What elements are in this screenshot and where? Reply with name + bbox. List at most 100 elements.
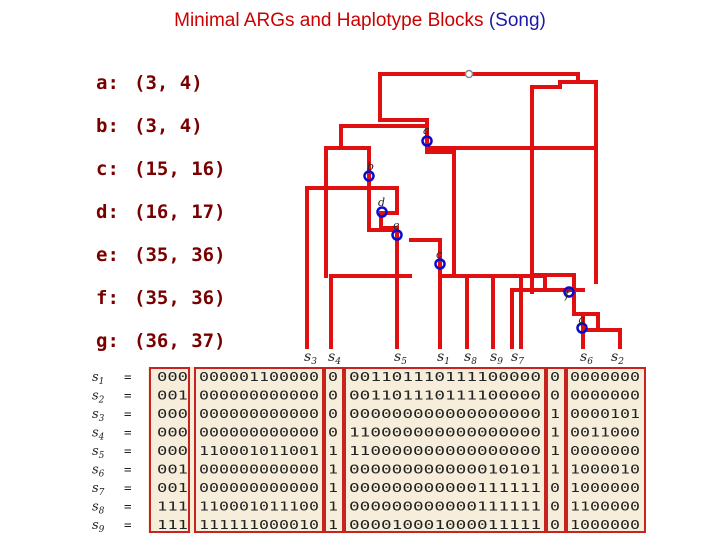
matrix-cell-block: 001: [157, 462, 188, 477]
matrix-cell-block: 111: [157, 517, 188, 532]
matrix-cell-block: 1: [550, 425, 560, 440]
matrix-cell-block: 000000000000: [199, 406, 319, 421]
mutation-label: f:: [96, 287, 119, 309]
sequence-name: s1: [92, 370, 104, 387]
mutation-row: c:(15, 16): [96, 158, 226, 180]
arg-edges: [305, 72, 622, 349]
leaf-label: s9: [490, 349, 503, 367]
mutation-row: a:(3, 4): [96, 72, 203, 94]
mutation-label: a:: [96, 72, 119, 94]
matrix-cell-block: 0: [550, 388, 560, 403]
equals-sign: =: [124, 388, 132, 403]
matrix-cell-block: 000000000000: [199, 480, 319, 495]
matrix-cell-block: 000000000000: [199, 462, 319, 477]
matrix-cell-block: 1000010: [570, 462, 640, 477]
mutation-interval: (35, 36): [134, 287, 226, 309]
matrix-cell-block: 111: [157, 499, 188, 514]
equals-sign: =: [124, 425, 132, 440]
matrix-cell-block: 001: [157, 480, 188, 495]
matrix-block-border: [194, 367, 324, 533]
arg-node-label: c: [436, 248, 442, 261]
matrix-cell-block: 0000000: [570, 369, 640, 384]
sequence-name: s4: [92, 426, 105, 443]
matrix-cell-block: 001101110111100000: [349, 388, 541, 403]
arg-node-label: f: [564, 288, 571, 301]
title-main: Minimal ARGs and Haplotype Blocks: [174, 10, 484, 31]
matrix-cell-block: 0: [328, 369, 338, 384]
mutation-mark-icon: [391, 229, 403, 241]
mutation-mark-icon: [576, 322, 588, 334]
mutation-interval: (15, 16): [134, 158, 226, 180]
mutation-mark-icon: [434, 258, 446, 270]
arg-edge: [558, 80, 598, 284]
arg-node-label: g: [578, 313, 585, 326]
sequence-name: s6: [92, 463, 105, 480]
matrix-cell-block: 0: [550, 517, 560, 532]
sequence-name: s2: [92, 389, 105, 406]
arg-node-label: e: [393, 219, 400, 232]
arg-edge: [409, 238, 442, 266]
matrix-block-border: [344, 367, 546, 533]
matrix-cell-block: 0: [550, 480, 560, 495]
matrix-cell-block: 1000000: [570, 517, 640, 532]
matrix-background: [148, 367, 646, 533]
matrix-cell-block: 001: [157, 388, 188, 403]
leaf-label: s7: [511, 349, 524, 367]
mutation-interval: (36, 37): [134, 330, 226, 352]
matrix-cell-block: 0000000: [570, 443, 640, 458]
matrix-cell-block: 1100000: [570, 499, 640, 514]
matrix-cell-block: 110000000000000000: [349, 425, 541, 440]
matrix-cell-block: 000: [157, 443, 188, 458]
arg-node-label: b: [367, 160, 374, 173]
matrix-cell-block: 000: [157, 425, 188, 440]
matrix-cell-block: 000: [157, 369, 188, 384]
root-node-icon: [464, 69, 474, 79]
matrix-cell-block: 1: [550, 406, 560, 421]
matrix-cell-block: 000000000000000000: [349, 406, 541, 421]
matrix-cell-block: 000010001000011111: [349, 517, 541, 532]
matrix-cell-block: 000000000000: [199, 425, 319, 440]
leaf-label: s6: [580, 349, 593, 367]
mutation-interval: (3, 4): [134, 115, 203, 137]
leaf-label: s1: [437, 349, 450, 367]
matrix-cell-block: 1: [550, 462, 560, 477]
mutation-mark-icon: [563, 286, 575, 298]
leaf-label: s8: [464, 349, 477, 367]
matrix-cell-block: 110001011001: [199, 443, 319, 458]
matrix-cell-block: 1: [328, 480, 338, 495]
mutation-row: f: (35, 36): [96, 287, 226, 309]
equals-sign: =: [124, 499, 132, 514]
matrix-cell-block: 111111000010: [199, 517, 319, 532]
equals-sign: =: [124, 443, 132, 458]
matrix-cell-block: 000001100000: [199, 369, 319, 384]
title-suffix: (Song): [488, 10, 546, 31]
mutation-mark-icon: [363, 170, 375, 182]
arg-mutation-marks: [363, 135, 588, 334]
equals-sign: =: [124, 462, 132, 477]
matrix-cell-block: 1: [550, 443, 560, 458]
equals-sign: =: [124, 517, 132, 532]
matrix-cell-block: 0: [328, 425, 338, 440]
leaf-label: s3: [304, 349, 317, 367]
mutation-mark-icon: [421, 135, 433, 147]
equals-sign: =: [124, 480, 132, 495]
matrix-block-border: [149, 367, 190, 533]
arg-edge: [378, 72, 429, 142]
matrix-block-border: [546, 367, 566, 533]
matrix-cell-block: 000000000000111111: [349, 480, 541, 495]
sequence-name: s5: [92, 444, 105, 461]
matrix-cell-block: 000000000000111111: [349, 499, 541, 514]
matrix-cell-block: 0000000: [570, 388, 640, 403]
matrix-cell-block: 1: [328, 443, 338, 458]
mutation-label: e:: [96, 244, 119, 266]
arg-node-label: a: [423, 124, 430, 137]
arg-edge: [530, 80, 562, 294]
matrix-cell-block: 000000000000010101: [349, 462, 541, 477]
arg-edge: [378, 72, 580, 84]
matrix-cell-block: 000: [157, 406, 188, 421]
matrix-cell-block: 0011000: [570, 425, 640, 440]
arg-edge: [339, 124, 371, 178]
